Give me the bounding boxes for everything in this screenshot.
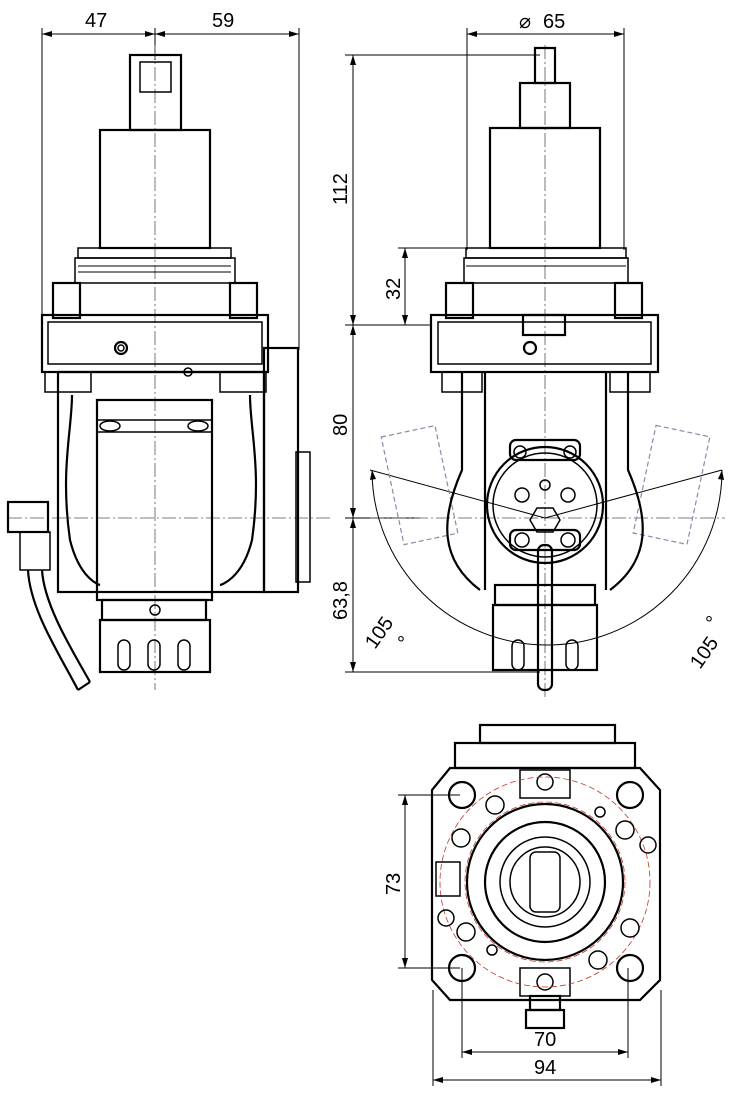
- dim-height-mid: 80: [330, 414, 352, 436]
- dim-swivel-right-degree: °: [705, 613, 713, 635]
- dim-swivel-left-degree: °: [397, 633, 405, 655]
- dim-swivel-right: 105: [686, 633, 723, 673]
- dim-flange-outer: 94: [534, 1057, 556, 1079]
- dim-width-right: 59: [212, 10, 234, 32]
- dim-diameter-value: 65: [543, 11, 565, 33]
- dim-swivel-left: 105: [361, 613, 398, 653]
- side-view: 47 59: [6, 10, 330, 691]
- dim-width-left: 47: [85, 10, 107, 32]
- front-view: ⌀ 65 112 80 63,8 32 105 ° 105 °: [330, 11, 725, 700]
- dim-diameter-symbol: ⌀: [519, 11, 531, 33]
- dim-flange-inner: 70: [534, 1029, 556, 1051]
- dim-height-lower: 63,8: [330, 581, 352, 620]
- dim-height-top: 112: [330, 173, 352, 205]
- bottom-view: 73 70 94: [383, 723, 662, 1086]
- dim-bolt-pitch: 73: [383, 873, 405, 895]
- dim-height-shank: 32: [383, 278, 405, 300]
